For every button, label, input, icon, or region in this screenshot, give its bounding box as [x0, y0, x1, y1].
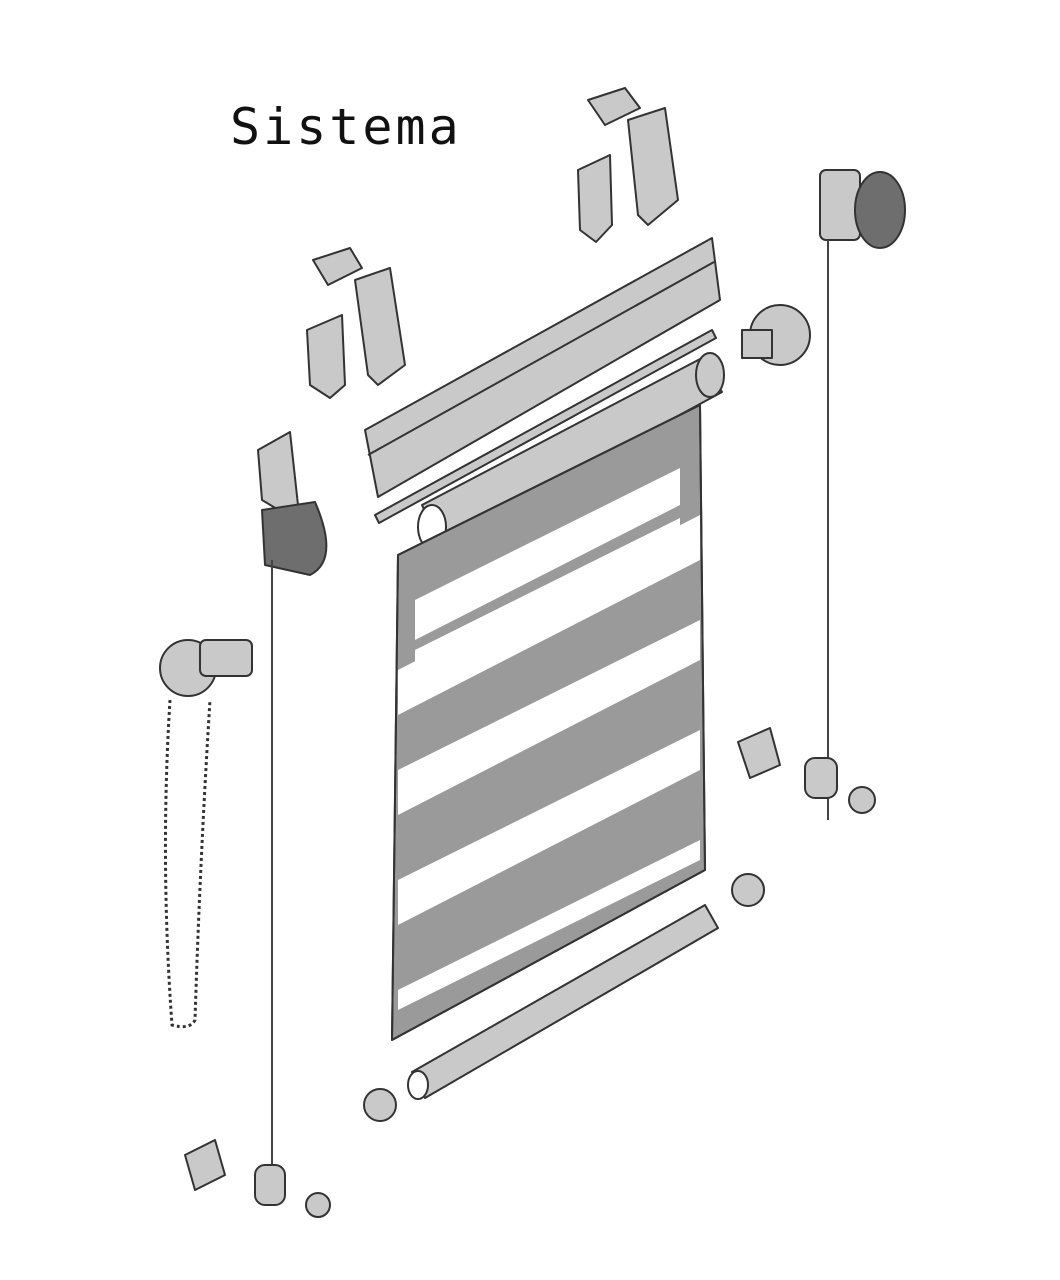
right-end-cap [741, 169, 906, 366]
blind-fabric [391, 404, 706, 1041]
diagram-title: Sistema [230, 98, 462, 156]
bracket-top-right [577, 87, 679, 243]
bracket-top-left [306, 247, 406, 399]
left-end-cap [257, 431, 328, 576]
chain-mechanism [159, 639, 253, 1029]
cord-tensioner-right [737, 727, 876, 814]
cord-tensioner-left [184, 1139, 331, 1218]
headrail-profile [364, 237, 721, 524]
bottom-bar [363, 873, 765, 1122]
top-roller-tube [417, 352, 725, 550]
